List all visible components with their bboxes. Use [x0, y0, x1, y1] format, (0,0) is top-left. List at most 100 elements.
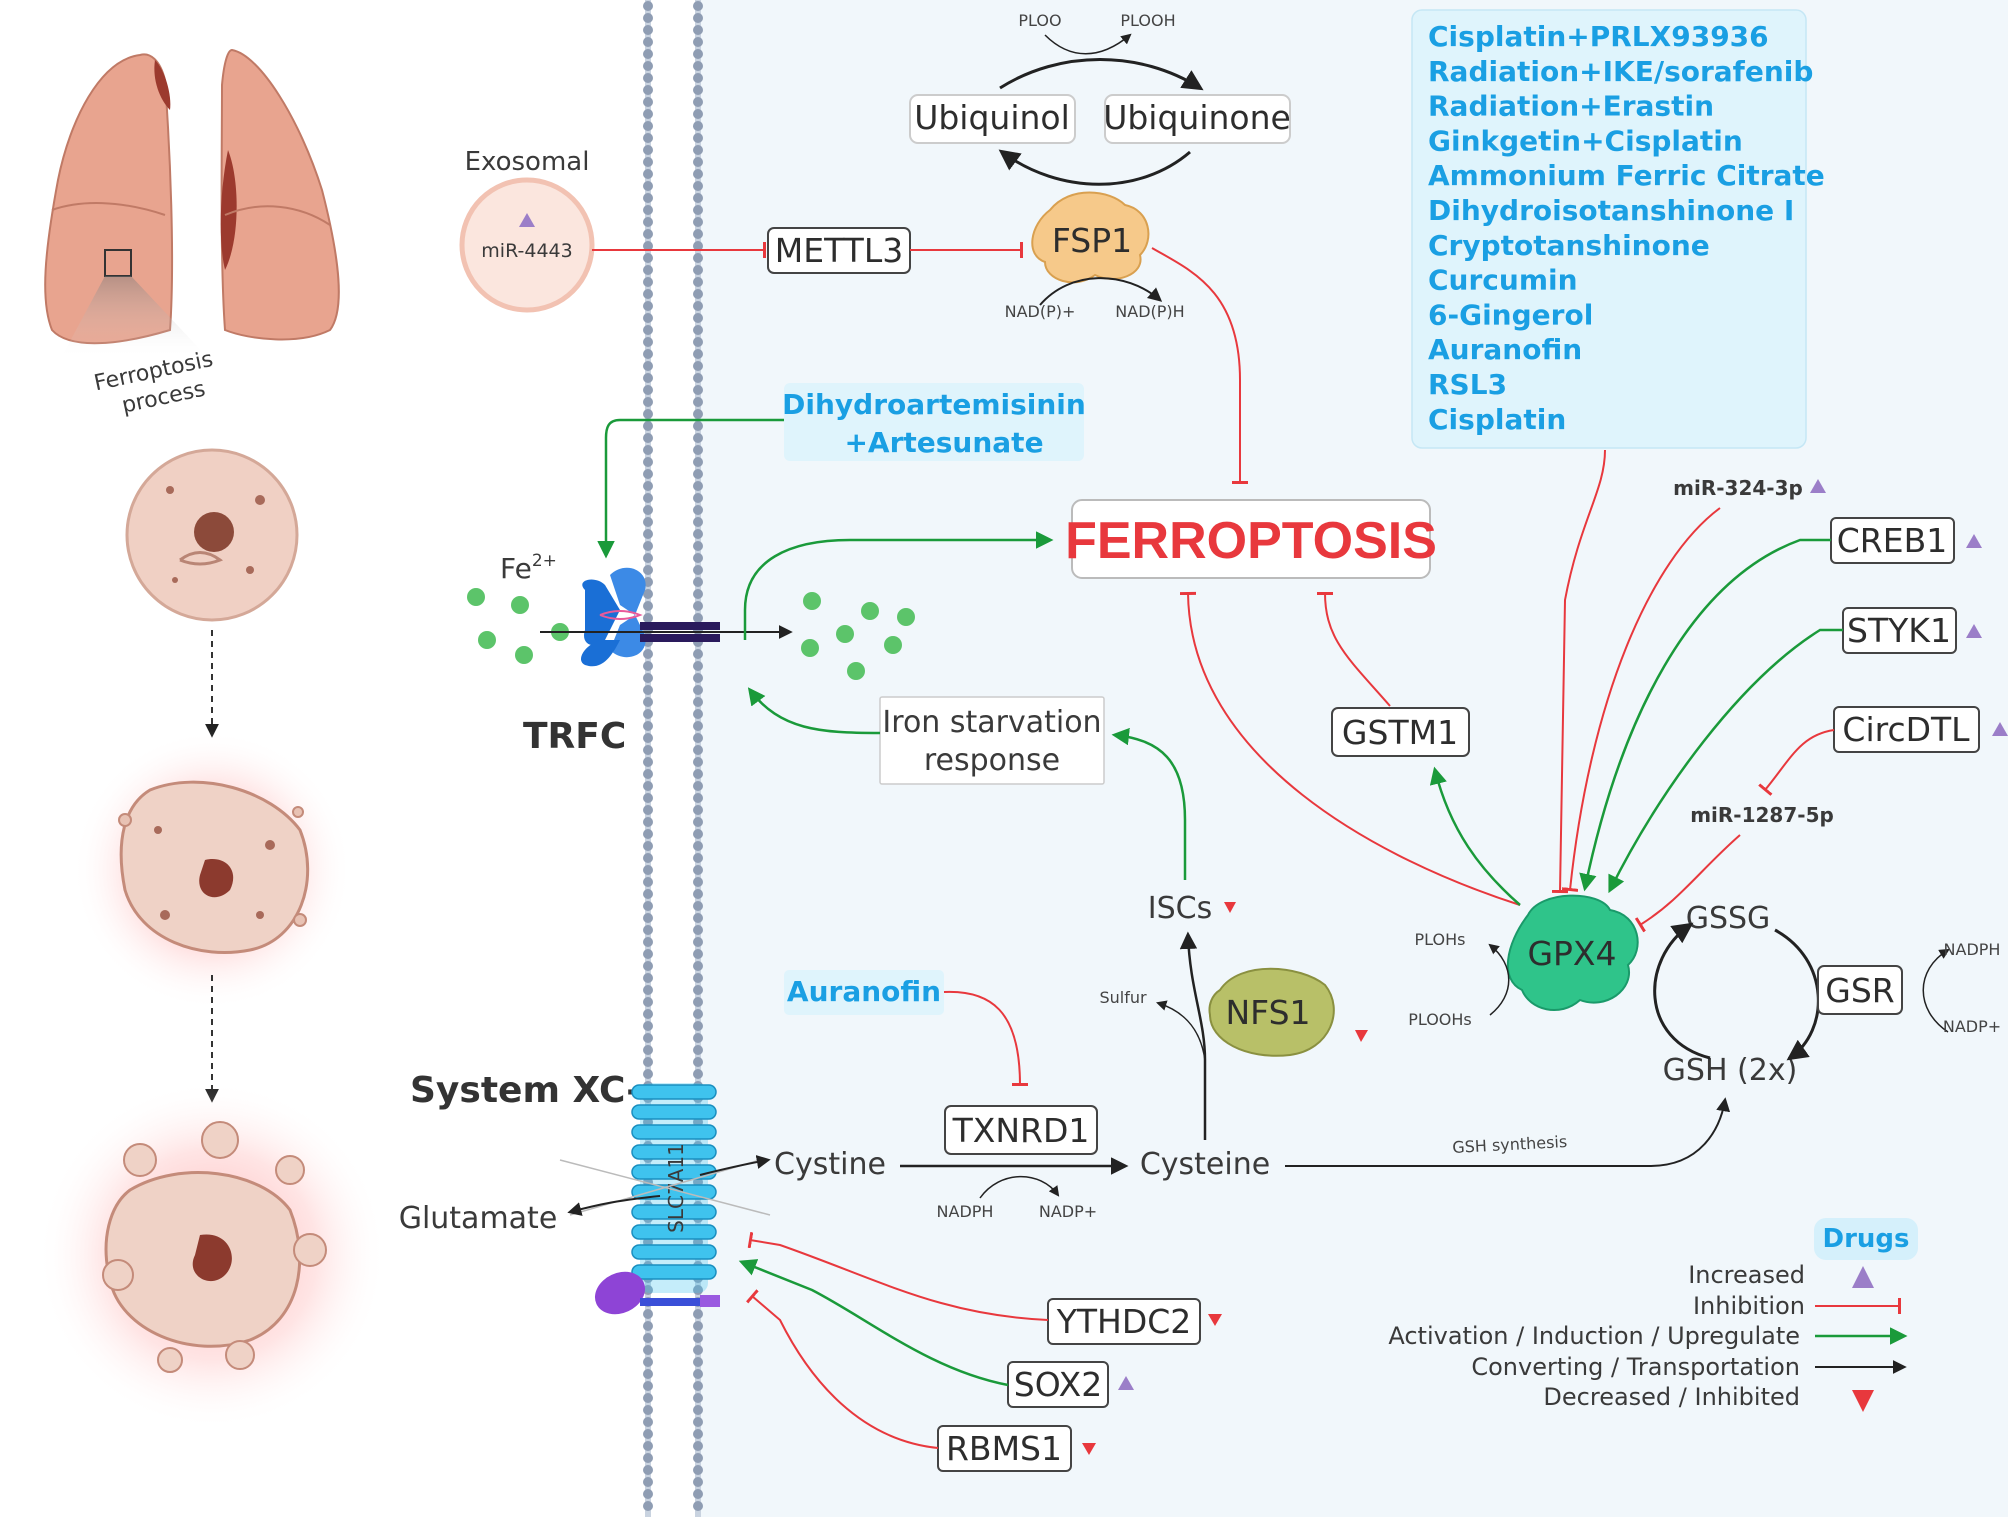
membrane-lipid-head: [643, 841, 653, 851]
membrane-lipid-head: [643, 445, 653, 455]
dead-cell-icon: [37, 1080, 387, 1430]
membrane-lipid-head: [693, 973, 703, 983]
membrane-lipid-head: [643, 1009, 653, 1019]
membrane-lipid-head: [693, 1441, 703, 1451]
membrane-lipid-head: [693, 877, 703, 887]
membrane-lipid-head: [643, 757, 653, 767]
txnrd1-label: TXNRD1: [952, 1111, 1090, 1150]
membrane-lipid-head: [693, 325, 703, 335]
membrane-lipid-head: [693, 169, 703, 179]
membrane-lipid-head: [693, 841, 703, 851]
membrane-lipid-head: [693, 49, 703, 59]
membrane-lipid-head: [693, 697, 703, 707]
membrane-lipid-head: [643, 229, 653, 239]
styk1-activates-gpx4: [1608, 628, 1843, 894]
membrane-lipid-head: [643, 325, 653, 335]
membrane-lipid-head: [643, 109, 653, 119]
gpx4-enzyme-icon: [1506, 894, 1639, 1011]
membrane-lipid-head: [693, 1417, 703, 1427]
membrane-lipid-head: [643, 1321, 653, 1331]
membrane-lipid-head: [643, 1405, 653, 1415]
trfc-to-ferroptosis: [743, 531, 1054, 640]
creb1-activates-gpx4: [1579, 538, 1831, 892]
membrane-lipid-head: [693, 25, 703, 35]
membrane-lipid-head: [693, 349, 703, 359]
mir324-increase-icon: [1810, 479, 1826, 493]
gstm1-box: [1331, 707, 1470, 757]
membrane-lipid-head: [643, 505, 653, 515]
membrane-lipid-head: [643, 49, 653, 59]
membrane-lipid-head: [693, 577, 703, 587]
nadph-label: NADPH: [937, 1202, 994, 1221]
membrane-lipid-head: [643, 361, 653, 371]
membrane-lipid-head: [693, 1489, 703, 1499]
membrane-lipid-head: [693, 1045, 703, 1055]
slc7a11-to-cystine: [699, 1155, 771, 1176]
membrane-lipid-head: [693, 589, 703, 599]
membrane-lipid-head: [643, 889, 653, 899]
ubiquinol-label: Ubiquinol: [914, 98, 1070, 137]
membrane-lipid-head: [643, 961, 653, 971]
gsr-nadph-arc: [1922, 948, 1950, 1033]
membrane-lipid-head: [693, 1405, 703, 1415]
exosomal-label: Exosomal: [465, 147, 590, 177]
membrane-lipid-head: [643, 829, 653, 839]
nadp-plus-label: NADP+: [1039, 1202, 1097, 1221]
membrane-lipid-head: [693, 337, 703, 347]
glutamate-label: Glutamate: [399, 1201, 558, 1236]
exosome-circle: [459, 177, 595, 313]
membrane-lipid-head: [643, 145, 653, 155]
normal-cell-icon: [125, 448, 299, 622]
membrane-lipid-head: [643, 469, 653, 479]
txnrd1-box: [944, 1105, 1098, 1155]
membrane-lipid-head: [643, 169, 653, 179]
legend-drugs-badge: [1814, 1218, 1918, 1260]
membrane-lipid-head: [643, 1057, 653, 1067]
membrane-lipid-head: [643, 193, 653, 203]
iscs-label: ISCs: [1148, 891, 1212, 926]
membrane-lipid-head: [693, 817, 703, 827]
membrane-lipid-head: [643, 925, 653, 935]
slc7a11-helix: [631, 1084, 717, 1100]
gpx4-drug-item: Curcumin: [1428, 264, 1578, 297]
trfc-label: TRFC: [523, 716, 626, 757]
iron-starvation-label-2: response: [924, 743, 1060, 778]
membrane-lipid-head: [693, 781, 703, 791]
circdtl-label: CircDTL: [1842, 710, 1970, 749]
membrane-lipid-head: [643, 409, 653, 419]
membrane-lipid-head: [643, 973, 653, 983]
membrane-lipid-head: [693, 721, 703, 731]
exosome-mirna: miR-4443: [481, 240, 572, 262]
membrane-lipid-head: [693, 541, 703, 551]
styk1-label: STYK1: [1847, 611, 1951, 650]
mettl3-label: METTL3: [775, 231, 903, 270]
gpx4-drug-item: Auranofin: [1428, 333, 1582, 366]
membrane-lipid-head: [643, 313, 653, 323]
gpx4-drugs-box: [1411, 9, 1807, 449]
membrane-lipid-head: [643, 817, 653, 827]
gpx4-drug-item: Radiation+IKE/sorafenib: [1428, 55, 1813, 88]
membrane-lipid-head: [693, 1501, 703, 1511]
iron-ions-outside: [467, 588, 569, 664]
auranofin-label: Auranofin: [787, 975, 941, 1008]
membrane-lipid-head: [643, 541, 653, 551]
membrane-lipid-head: [693, 1381, 703, 1391]
styk1-increase-icon: [1966, 624, 1982, 638]
membrane-lipid-head: [643, 1453, 653, 1463]
membrane-lipid-head: [643, 97, 653, 107]
gpx4-inhibits-ferroptosis: [1179, 591, 1521, 906]
membrane-lipid-head: [693, 1453, 703, 1463]
membrane-lipid-head: [643, 385, 653, 395]
trfc-transporter-icon: [580, 567, 720, 667]
membrane-lipid-head: [643, 337, 653, 347]
membrane-lipid-head: [643, 673, 653, 683]
membrane-lipid-head: [693, 193, 703, 203]
membrane-lipid-head: [643, 517, 653, 527]
slc7a11-helix: [631, 1204, 717, 1220]
membrane-lipid-head: [693, 1069, 703, 1079]
membrane-lipid-head: [643, 1345, 653, 1355]
mir1287-label: miR-1287-5p: [1690, 803, 1834, 827]
ythdc2-box: [1047, 1298, 1201, 1345]
left-panel: Ferroptosis process: [37, 48, 387, 1430]
membrane-lipid-head: [693, 1465, 703, 1475]
